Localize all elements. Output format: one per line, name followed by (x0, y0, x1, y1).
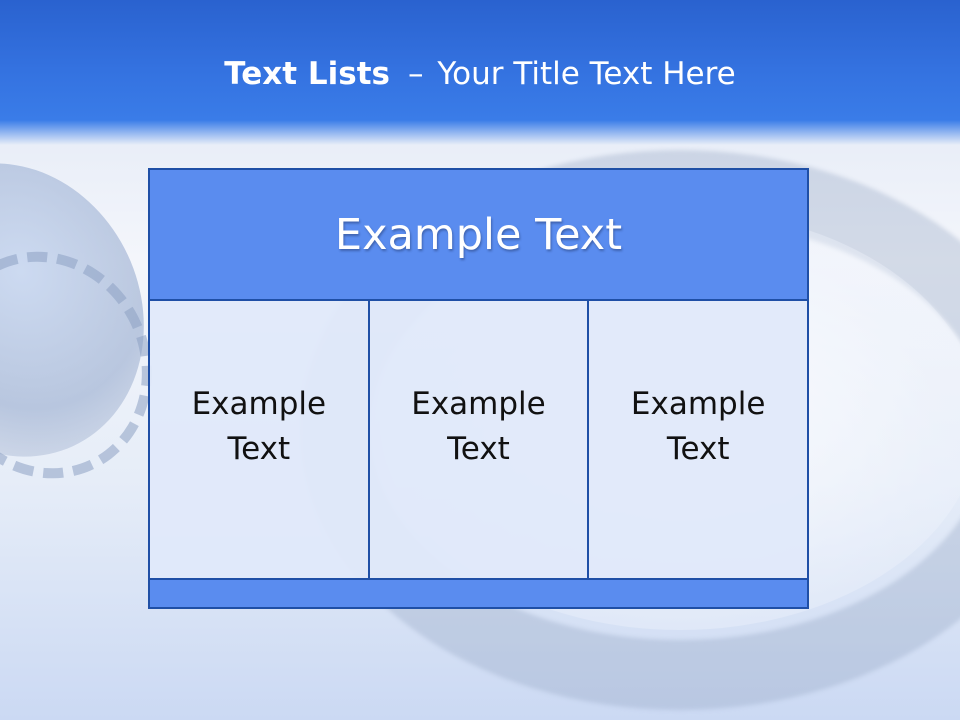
text-list-box: Example Text Example Text Example Text E… (148, 168, 809, 609)
box-columns: Example Text Example Text Example Text (150, 301, 808, 578)
column-2: Example Text (369, 301, 590, 578)
column-1-text: Example Text (191, 385, 327, 467)
column-3: Example Text (589, 301, 808, 578)
box-footer-bar (150, 578, 807, 607)
slide-title: Text Lists– Your Title Text Here (0, 52, 960, 96)
box-header: Example Text (150, 170, 807, 301)
title-bold-part: Text Lists (224, 56, 390, 92)
column-2-text: Example Text (411, 385, 546, 467)
column-1: Example Text (150, 301, 370, 578)
box-header-text: Example Text (334, 209, 623, 260)
title-rest: Your Title Text Here (437, 56, 736, 92)
column-3-text: Example Text (630, 385, 766, 467)
title-separator: – (408, 56, 424, 92)
